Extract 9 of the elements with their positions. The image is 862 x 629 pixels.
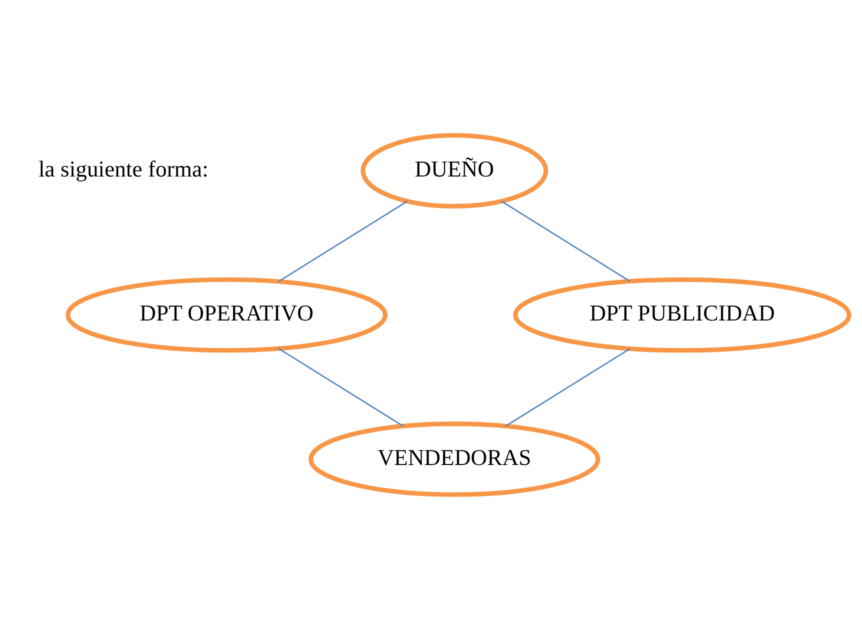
connector: [277, 347, 404, 426]
connector: [504, 347, 630, 426]
node-ellipse: VENDEDORAS: [308, 421, 600, 496]
connector: [500, 200, 630, 282]
node-ellipse: DUEÑO: [360, 132, 548, 208]
connector: [278, 200, 408, 282]
label: la siguiente forma:: [38, 156, 208, 181]
node-ellipse: DPT OPERATIVO: [65, 276, 388, 352]
node-ellipse: DPT PUBLICIDAD: [512, 276, 851, 352]
